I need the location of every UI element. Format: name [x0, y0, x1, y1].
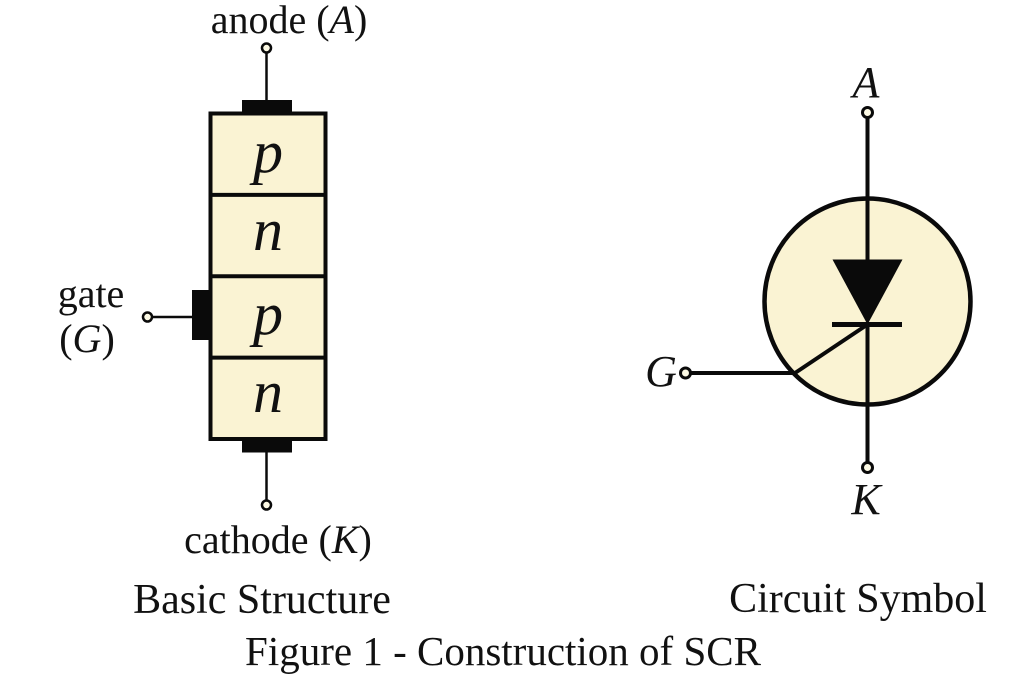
layer-label-n2: n — [253, 359, 283, 425]
anode-terminal-circle — [260, 42, 273, 54]
layer-label-p2: p — [249, 281, 283, 347]
anode-label: anode (A) — [211, 0, 368, 42]
layer-label-p1: p — [249, 119, 283, 185]
cathode-label: cathode (K) — [184, 517, 372, 562]
symbol-anode-terminal-circle — [861, 106, 874, 119]
cathode-contact — [242, 438, 292, 453]
symbol-cathode-letter: K — [850, 475, 883, 524]
symbol-gate-terminal-circle — [679, 366, 692, 380]
figure-caption: Figure 1 - Construction of SCR — [245, 628, 762, 674]
gate-terminal-circle — [141, 311, 154, 323]
circuit-symbol-caption: Circuit Symbol — [729, 576, 987, 622]
anode-contact — [242, 100, 292, 114]
gate-contact — [192, 290, 211, 340]
gate-label-word: gate — [58, 271, 125, 316]
layer-label-n1: n — [253, 197, 283, 263]
symbol-cathode-terminal-circle — [861, 461, 874, 474]
symbol-anode-letter: A — [850, 58, 881, 107]
basic-structure-caption: Basic Structure — [133, 577, 391, 623]
symbol-gate-letter: G — [645, 347, 677, 396]
cathode-terminal-circle — [260, 499, 273, 511]
symbol-gate-diagonal-line — [793, 322, 869, 375]
gate-label-symbol: (G) — [59, 316, 115, 361]
diode-triangle — [832, 259, 903, 325]
